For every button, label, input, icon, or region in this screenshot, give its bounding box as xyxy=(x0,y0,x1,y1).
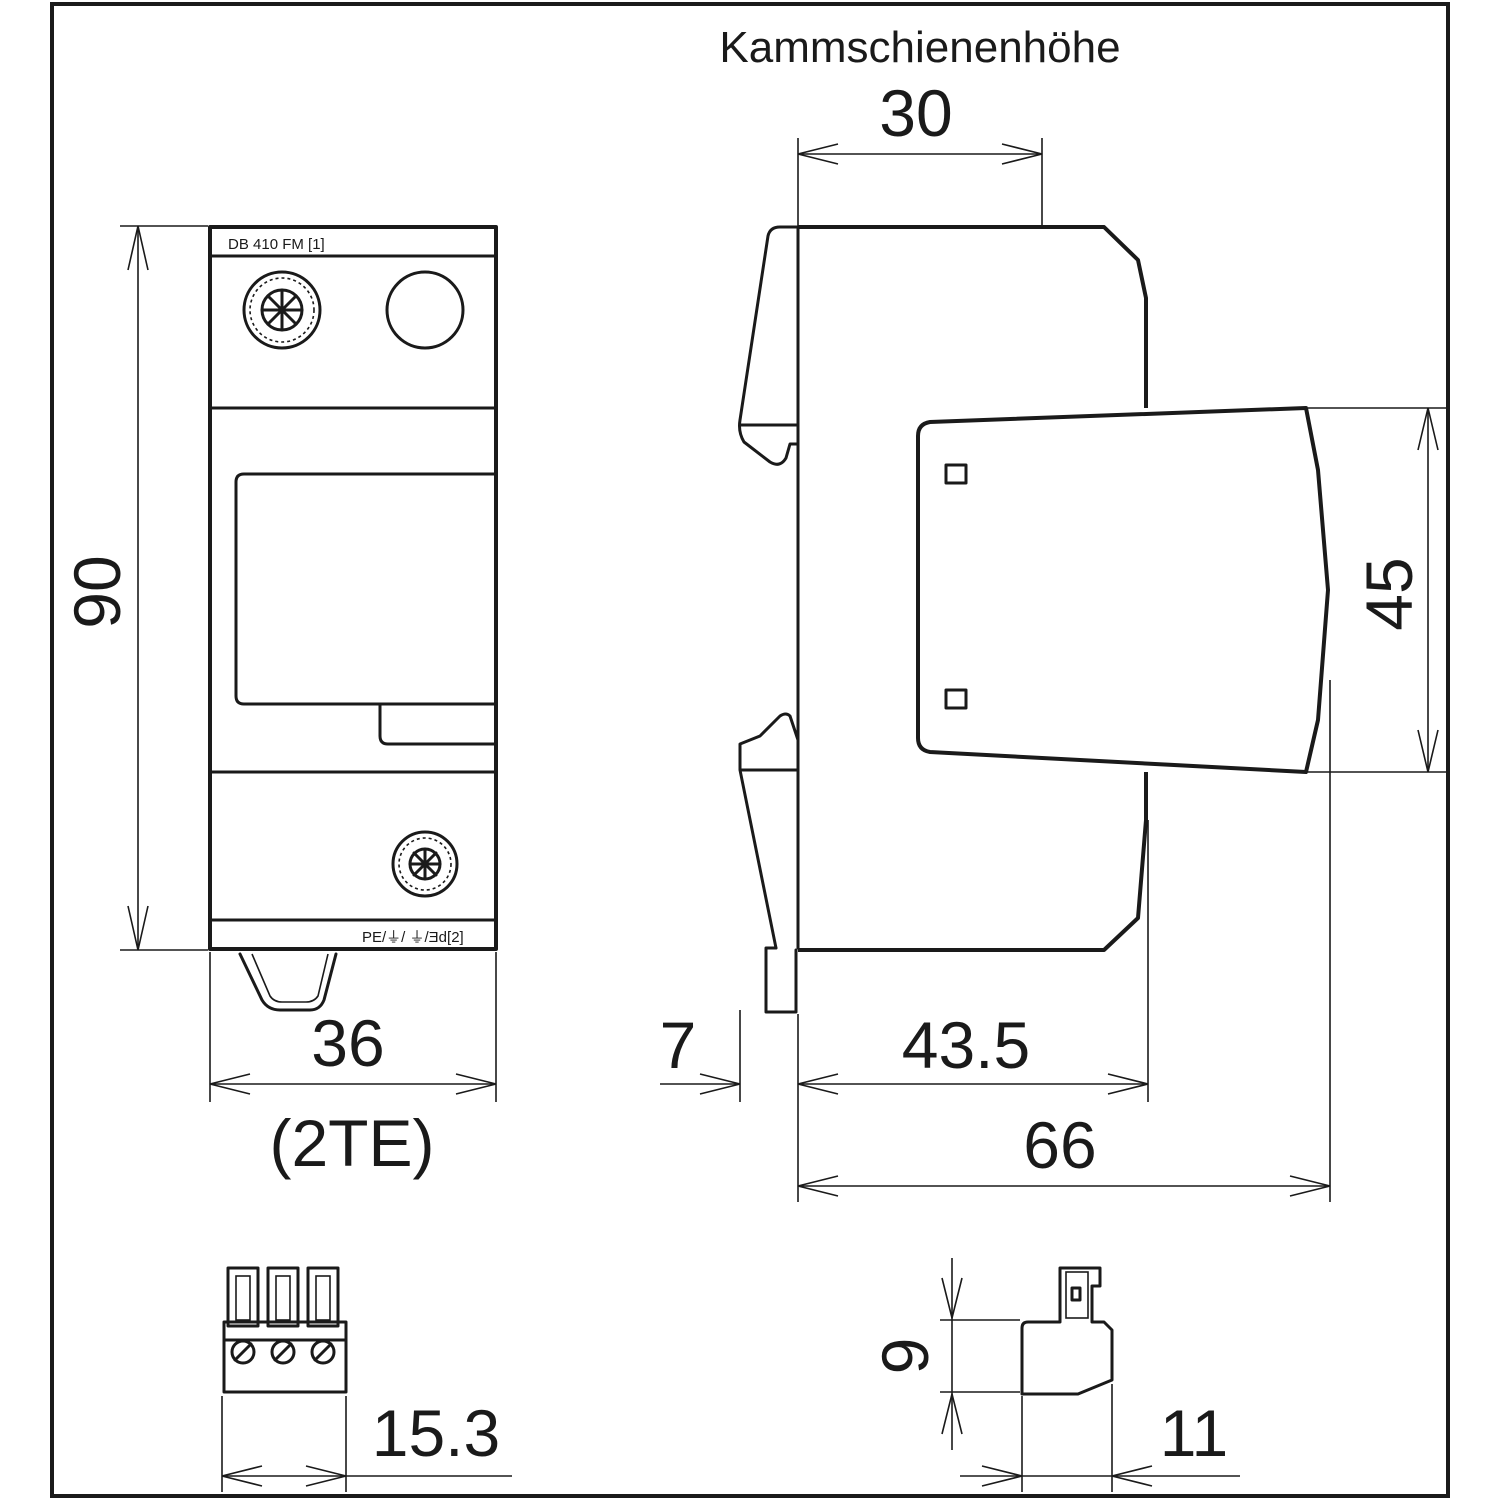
status-indicator-window xyxy=(385,270,465,350)
upper-snap-hook xyxy=(738,225,800,466)
dimension-cap-height: 45 xyxy=(1308,407,1446,773)
type-label: DB 410 FM [1] xyxy=(228,236,325,253)
plug-in-module xyxy=(916,406,1330,774)
dimension-plug-depth: 11 xyxy=(960,1384,1240,1492)
module-latch xyxy=(378,702,498,746)
svg-text:36: 36 xyxy=(311,1006,384,1080)
drawing-frame xyxy=(50,2,1450,1498)
rail-height-label: Kammschienenhöhe xyxy=(719,23,1120,72)
dimension-width: 36 (2TE) xyxy=(209,952,497,1180)
dimension-rail-offset: 30 xyxy=(797,76,1043,226)
svg-text:15.3: 15.3 xyxy=(372,1396,500,1470)
bottom-terminal-screw-icon xyxy=(391,830,459,898)
top-terminal-screw-icon xyxy=(242,270,322,350)
din-rail-clip xyxy=(238,952,338,1012)
svg-text:11: 11 xyxy=(1160,1396,1229,1470)
svg-text:90: 90 xyxy=(60,555,134,628)
dimension-depths: 7 43.5 xyxy=(660,820,1149,1202)
front-housing xyxy=(208,225,498,951)
side-view xyxy=(738,225,1330,1014)
svg-text:45: 45 xyxy=(1352,557,1426,630)
module-latch-top xyxy=(944,463,968,485)
base-body xyxy=(798,225,1148,952)
svg-text:(2TE): (2TE) xyxy=(270,1106,435,1180)
front-view: DB 410 FM [1] PE/⏚/ ⏚/Ǝd[2] xyxy=(208,225,498,1012)
svg-text:30: 30 xyxy=(879,76,952,150)
module-latch-bottom xyxy=(944,688,968,710)
connector-front-view xyxy=(222,1266,348,1394)
lower-snap-hook xyxy=(738,712,800,950)
connector-side-view xyxy=(1020,1266,1114,1396)
dimension-total-depth: 66 xyxy=(797,680,1331,1202)
pe-label: PE/⏚/ ⏚/Ǝd[2] xyxy=(362,929,464,946)
svg-text:66: 66 xyxy=(1023,1108,1096,1182)
svg-text:9: 9 xyxy=(868,1338,942,1375)
module-window xyxy=(234,472,498,706)
dimension-plug-height: 9 xyxy=(868,1258,1020,1450)
clip-slider xyxy=(764,946,798,1014)
dimension-height: 90 xyxy=(60,225,208,951)
svg-text:7: 7 xyxy=(660,1008,697,1082)
svg-text:43.5: 43.5 xyxy=(902,1008,1030,1082)
dimension-plug-width: 15.3 xyxy=(221,1396,512,1492)
